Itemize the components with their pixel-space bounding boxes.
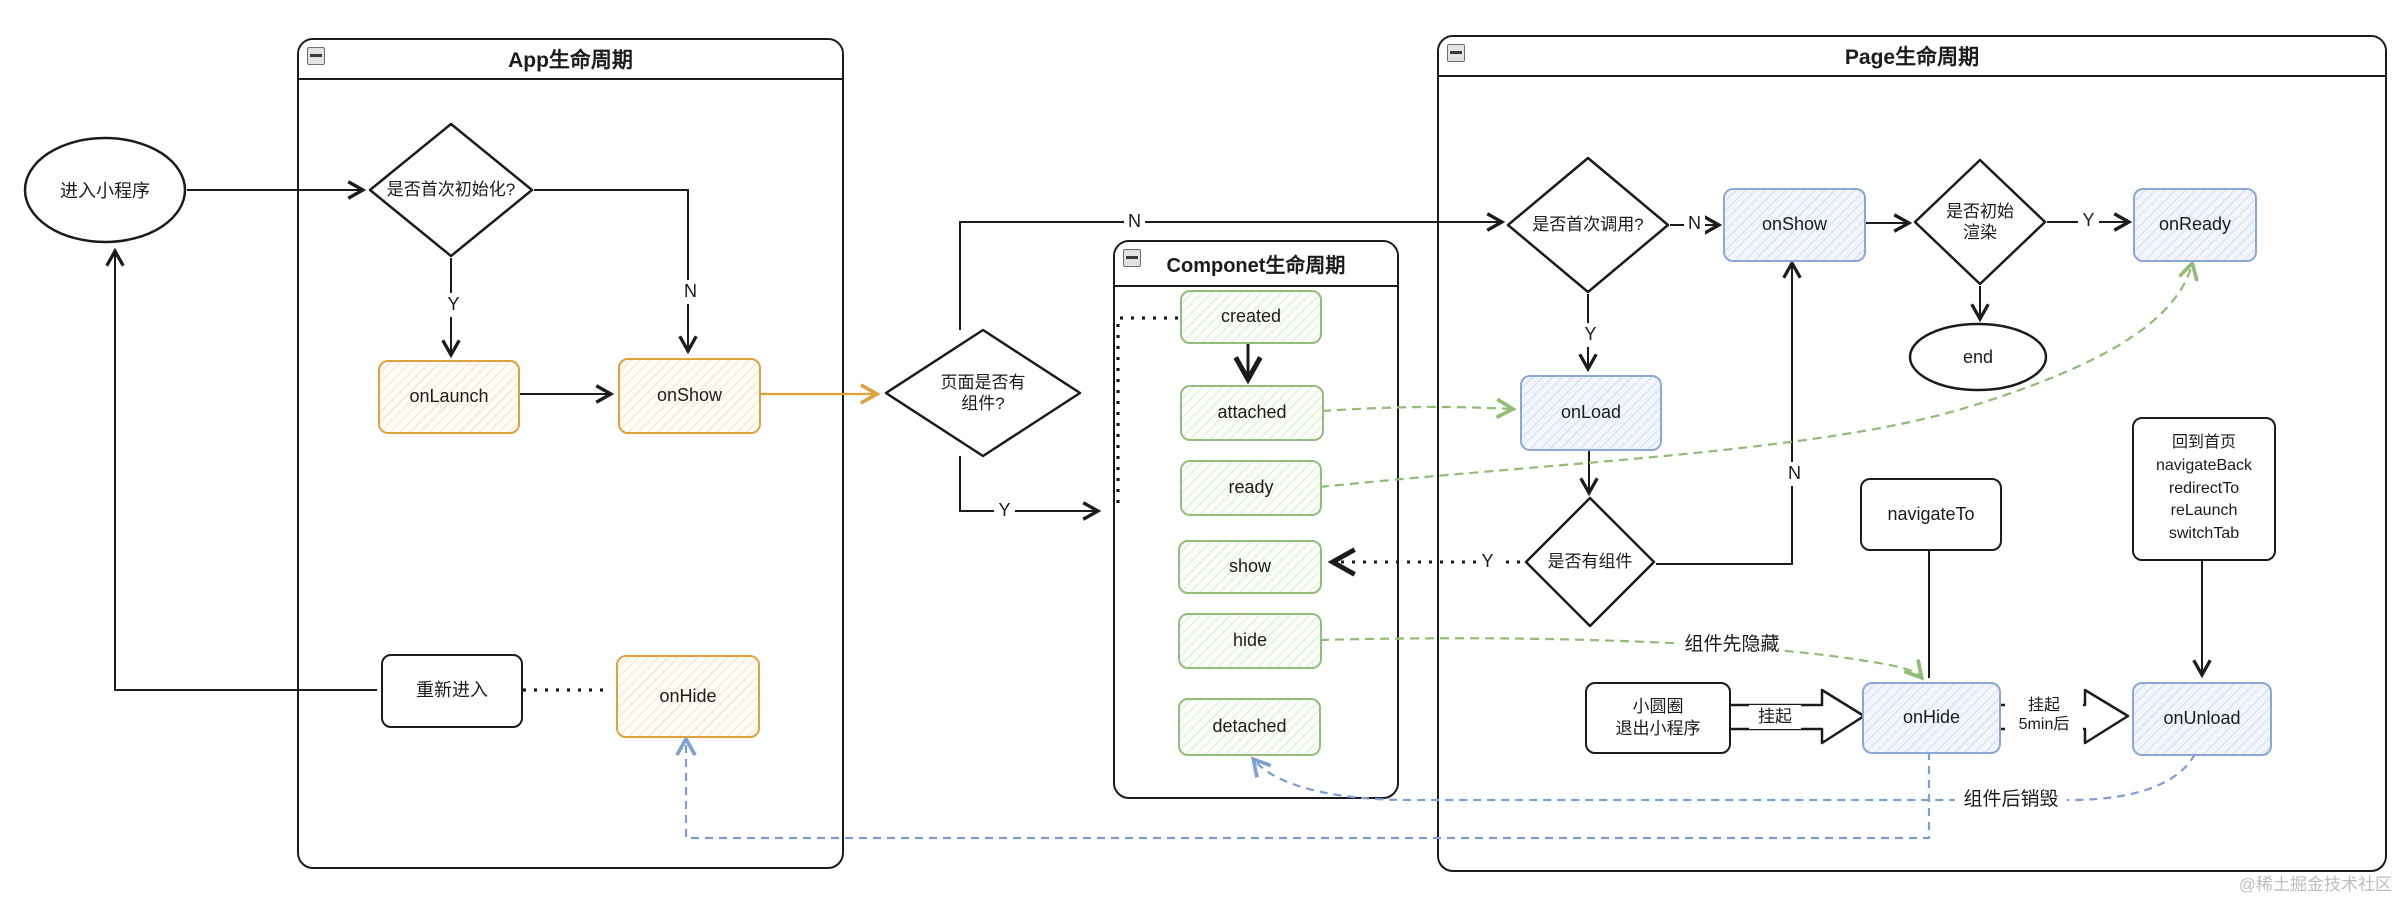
node-page-onhide: onHide [1862,682,2001,754]
node-backhome-label: 回到首页 navigateBack redirectTo reLaunch sw… [2155,434,2253,543]
edge-label-no: N [1124,210,1145,234]
label-n: N [684,281,697,302]
is-first-call-label: 是否首次调用? [1518,203,1658,247]
is-initial-render-text: 是否初始 渲染 [1946,201,2014,242]
label-component-hide-first: 组件先隐藏 [1684,633,1780,655]
is-first-init-label: 是否首次初始化? [381,168,521,212]
edge-label-component-destroy-after: 组件后销毁 [1955,786,2067,814]
watermark: @稀土掘金技术社区 [2239,870,2392,895]
label-y: Y [447,294,460,315]
watermark-text: @稀土掘金技术社区 [2238,875,2392,894]
label-y: Y [1584,324,1597,345]
node-onlaunch-label: onLaunch [409,386,489,407]
label-suspend: 挂起 [1758,706,1792,726]
label-n: N [1788,463,1801,484]
edge-label-no: N [1784,462,1805,486]
app-frame-titlebar: App生命周期 [299,40,842,80]
node-navigateto: navigateTo [1860,478,2002,551]
node-onready-label: onReady [2158,214,2232,235]
label-y: Y [1481,551,1494,572]
page-has-components-text: 页面是否有 组件? [940,372,1026,413]
component-frame-titlebar: Componet生命周期 [1115,242,1397,287]
node-page-onshow-label: onShow [1761,214,1828,235]
page-frame-titlebar: Page生命周期 [1439,37,2385,77]
has-components-text: 是否有组件 [1547,552,1633,572]
end-label: end [1930,340,2026,374]
node-reenter: 重新进入 [381,654,523,728]
label-suspend-5min: 挂起 5min后 [2018,696,2070,733]
is-first-init-text: 是否首次初始化? [386,180,516,200]
node-onunload: onUnload [2132,682,2272,756]
node-detached-label: detached [1212,716,1287,737]
edge-label-no: N [1684,212,1705,236]
edge-label-yes: Y [1580,323,1601,347]
node-attached: attached [1180,385,1324,441]
app-frame-title: App生命周期 [508,49,633,72]
enter-label: 进入小程序 [43,172,167,208]
minimize-icon [307,47,325,65]
node-app-onhide-label: onHide [659,685,717,706]
enter-label-text: 进入小程序 [60,181,150,201]
node-app-onshow-label: onShow [656,385,723,406]
is-first-call-text: 是否首次调用? [1532,215,1644,235]
page-frame-title: Page生命周期 [1844,46,1980,69]
node-onload-label: onLoad [1560,402,1622,423]
label-y: Y [2082,210,2095,231]
node-page-onhide-label: onHide [1902,707,1961,728]
node-hide: hide [1178,613,1322,669]
app-lifecycle-frame: App生命周期 [297,38,844,869]
node-page-onshow: onShow [1723,188,1866,262]
is-initial-render-label: 是否初始 渲染 [1918,196,2042,248]
edge-label-suspend: 挂起 [1749,705,1801,729]
minimize-icon [1123,249,1141,267]
node-reenter-label: 重新进入 [416,680,488,701]
label-n: N [1128,211,1141,232]
node-app-onshow: onShow [618,358,761,434]
label-component-destroy-after: 组件后销毁 [1963,788,2059,810]
node-created: created [1180,290,1322,344]
node-attached-label: attached [1217,402,1287,423]
edge-label-yes: Y [1476,549,1499,575]
node-hide-label: hide [1232,630,1268,651]
edge-label-suspend-5min: 挂起 5min后 [2005,692,2083,738]
label-n: N [1688,213,1701,234]
node-onlaunch: onLaunch [378,360,520,434]
label-y: Y [998,500,1011,521]
node-ready-label: ready [1228,477,1274,498]
edge-label-yes: Y [443,293,464,317]
edge-page-has-components-yes [959,456,1102,521]
node-onunload-label: onUnload [2163,708,2241,729]
node-onready: onReady [2133,188,2257,262]
end-label-text: end [1962,346,1994,367]
page-has-components-label: 页面是否有 组件? [913,362,1053,424]
minimize-icon [1447,44,1465,62]
node-ready: ready [1180,460,1322,516]
has-components-label: 是否有组件 [1525,542,1655,582]
edge-label-yes: Y [2078,209,2099,233]
node-onload: onLoad [1520,375,1662,451]
edge-label-component-hide-first: 组件先隐藏 [1680,631,1784,659]
node-show: show [1178,540,1322,594]
node-show-label: show [1228,556,1272,577]
node-exit-miniprogram: 小圆圈 退出小程序 [1585,682,1731,754]
node-created-label: created [1220,306,1282,327]
node-navigateto-label: navigateTo [1887,503,1975,524]
component-frame-title: Componet生命周期 [1166,255,1346,277]
node-app-onhide: onHide [616,655,760,738]
edge-label-yes: Y [994,498,1015,524]
edge-label-no: N [680,280,701,304]
node-detached: detached [1178,698,1321,756]
node-backhome: 回到首页 navigateBack redirectTo reLaunch sw… [2132,417,2276,561]
node-exit-miniprogram-label: 小圆圈 退出小程序 [1615,696,1701,738]
